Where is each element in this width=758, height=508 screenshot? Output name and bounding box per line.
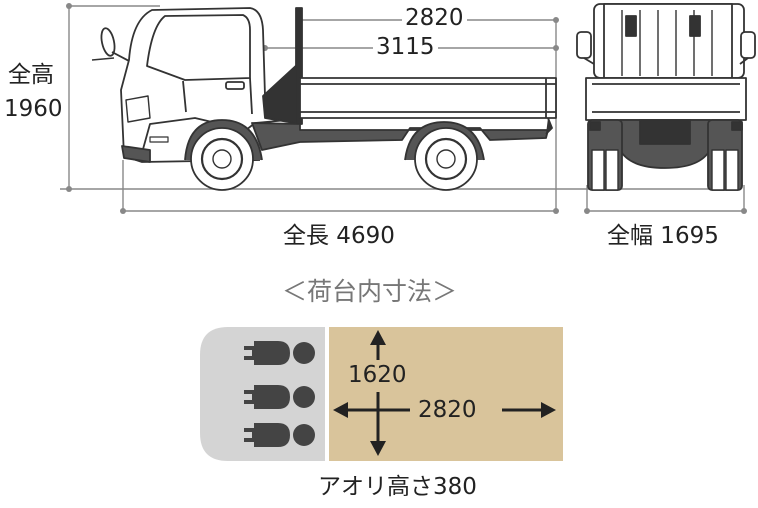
overall-height-label: 全高 [8,62,54,88]
seat-icon [244,423,315,447]
cab-window [146,14,251,81]
bed-width-value: 1620 [348,362,407,388]
left-mirror-icon [576,31,592,59]
arrow-up-icon [370,330,386,345]
bed-arrows [333,330,556,456]
overall-width-label: 全幅 1695 [607,223,719,249]
seat-icon [244,385,315,409]
front-wheel [190,127,254,191]
truck-side-view [91,7,557,191]
arrow-down-icon [370,441,386,456]
arrow-right-icon [541,402,556,418]
overall-length-label: 全長 4690 [283,223,395,249]
bed-area [329,327,563,461]
overall-height-value: 1960 [4,96,63,122]
mirror-icon [91,27,132,63]
cargo-dimension-title: ＜荷台内寸法＞ [282,277,458,306]
rear-wheel [414,127,478,191]
cargo-floor-plan [200,327,563,461]
seat-icons [244,341,315,447]
seat-icon [244,341,315,365]
side-height-label: アオリ高さ380 [318,474,477,500]
truck-rear-view [576,3,756,191]
bed-length-value: 2820 [418,397,477,423]
wheelbase-value: 2820 [402,7,467,30]
door-handle [225,81,245,90]
right-mirror-icon [740,31,756,59]
cargo-outer-length-value: 3115 [373,36,438,59]
arrow-left-icon [333,402,348,418]
